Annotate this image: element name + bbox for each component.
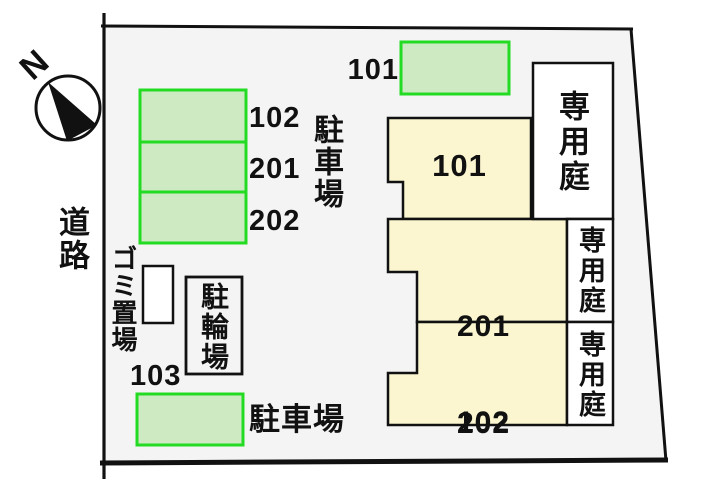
parking-label-201: 201 [249, 153, 301, 185]
bicycle-label: 駐輪場 [198, 282, 229, 372]
unit-label-202: 202 [456, 407, 511, 440]
parking-label-101: 101 [347, 54, 399, 86]
garden-box-2 [565, 217, 615, 324]
parking-label-102: 102 [249, 102, 301, 134]
parking-space-103 [135, 392, 245, 447]
garden-label-2: 専用庭 [575, 226, 605, 316]
unit-label-101: 101 [432, 148, 487, 183]
road-label: 道路 [54, 206, 89, 272]
garbage-box [141, 264, 175, 325]
garden-box-3 [565, 320, 615, 427]
parking-label-103: 103 [130, 360, 182, 392]
unit-label-201: 201 [456, 310, 511, 343]
parking-space-101 [399, 40, 511, 96]
boundary-line-bottom [99, 457, 669, 466]
garden-label-1: 専用庭 [554, 90, 589, 195]
garden-box-1 [531, 61, 615, 221]
parking-label-202: 202 [249, 205, 301, 237]
garden-label-3: 専用庭 [575, 330, 605, 420]
parking-space-202 [138, 190, 248, 245]
bicycle-box [184, 275, 244, 376]
parking-area-label-bottom: 駐車場 [249, 402, 345, 437]
parking-area-label-top: 駐車場 [309, 114, 342, 210]
compass-needle-icon [48, 82, 97, 141]
boundary-line-top [100, 24, 634, 31]
garbage-label: ゴミ置場 [108, 245, 138, 353]
parking-space-201 [138, 140, 248, 194]
parking-space-102 [138, 88, 248, 144]
unit-label-102: 102 [456, 406, 511, 439]
boundary-line-right [629, 28, 668, 462]
